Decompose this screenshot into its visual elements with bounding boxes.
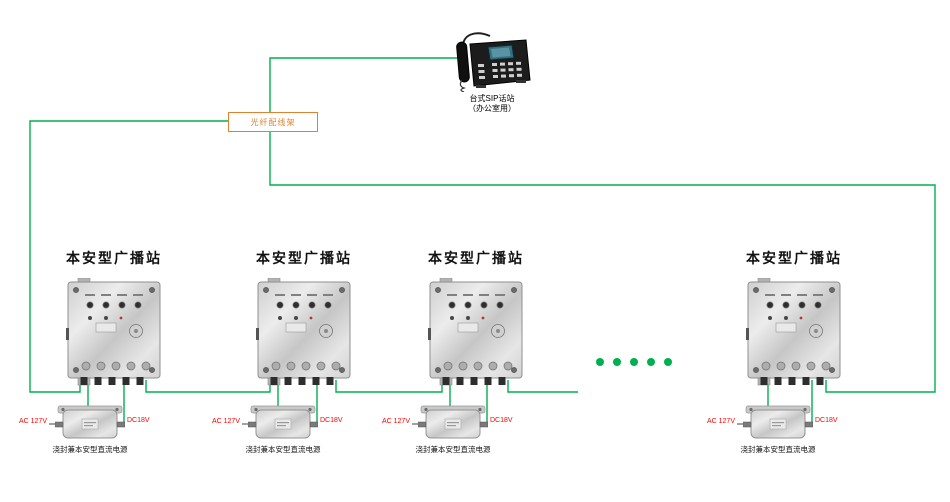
psu-3-ac-label: AC 127V	[381, 418, 410, 425]
line-panel-to-right-bus	[269, 130, 936, 393]
sip-phone-label: 台式SIP话站 （办公室用）	[422, 94, 562, 114]
psu-1-image	[55, 400, 125, 446]
psu-1-ac-label: AC 127V	[18, 418, 47, 425]
station-1-label: 本安型广播站	[66, 252, 162, 267]
psu-4-dc-label: DC18V	[815, 417, 838, 424]
psu-2-image	[248, 400, 318, 446]
psu-2-dc-label: DC18V	[320, 417, 343, 424]
broadcast-station-1-image	[66, 278, 162, 386]
fiber-patch-panel-label: 光纤配线架	[250, 117, 296, 127]
fiber-patch-panel: 光纤配线架	[228, 112, 318, 132]
broadcast-station-2-image	[256, 278, 352, 386]
station-3-label: 本安型广播站	[428, 252, 524, 267]
psu-4-ac-label: AC 127V	[706, 418, 735, 425]
line-station1-to-station2	[145, 380, 271, 393]
sip-phone-image	[450, 28, 534, 92]
sip-phone-label-line2: （办公室用）	[468, 104, 516, 113]
line-station3-to-more	[507, 380, 578, 393]
broadcast-station-4-image	[746, 278, 842, 386]
psu-4-image	[743, 400, 813, 446]
line-phone-to-panel	[269, 57, 462, 112]
psu-3-image	[418, 400, 488, 446]
station-2-label: 本安型广播站	[256, 252, 352, 267]
psu-2-label: 浇封兼本安型直流电源	[245, 445, 321, 454]
line-panel-to-station1	[29, 120, 228, 393]
psu-3-label: 浇封兼本安型直流电源	[415, 445, 491, 454]
psu-1-label: 浇封兼本安型直流电源	[52, 445, 128, 454]
psu-3-dc-label: DC18V	[490, 417, 513, 424]
psu-1-dc-label: DC18V	[127, 417, 150, 424]
broadcast-station-3-image	[428, 278, 524, 386]
psu-2-ac-label: AC 127V	[211, 418, 240, 425]
psu-4-label: 浇封兼本安型直流电源	[740, 445, 816, 454]
line-station2-to-station3	[335, 380, 443, 393]
ellipsis-dots	[596, 358, 672, 366]
station-4-label: 本安型广播站	[746, 252, 842, 267]
sip-phone-label-line1: 台式SIP话站	[469, 94, 515, 103]
